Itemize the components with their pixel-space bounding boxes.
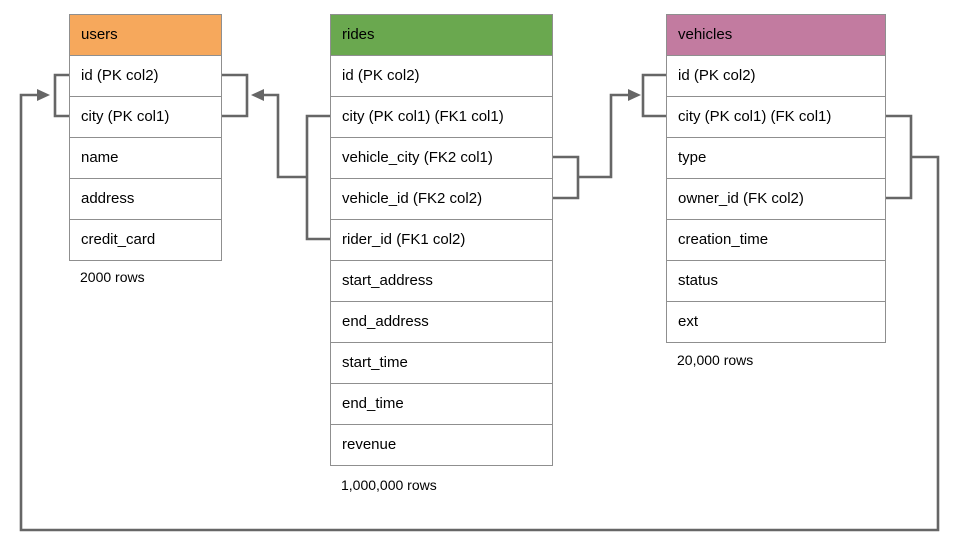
table-header: rides	[331, 15, 552, 56]
users-pk-bracket-left	[53, 73, 69, 118]
table-row: type	[667, 138, 885, 179]
table-vehicles: vehicles id (PK col2)city (PK col1) (FK …	[666, 14, 886, 343]
table-row: address	[70, 179, 221, 220]
table-row: city (PK col1) (FK col1)	[667, 97, 885, 138]
rides-fk1-connector	[263, 93, 307, 179]
rides-fk1-bracket	[305, 114, 330, 241]
table-rows: id (PK col2)city (PK col1) (FK1 col1)veh…	[331, 56, 552, 465]
table-row: end_address	[331, 302, 552, 343]
relationship-rides-fk2-to-vehicles	[553, 73, 666, 200]
table-row: credit_card	[70, 220, 221, 260]
table-row: status	[667, 261, 885, 302]
users-pk-bracket	[222, 73, 249, 118]
table-row: start_time	[331, 343, 552, 384]
vehicles-pk-bracket	[641, 73, 666, 118]
arrowhead-left-icon	[251, 89, 264, 101]
row-count-note: 1,000,000 rows	[341, 477, 437, 493]
table-row: name	[70, 138, 221, 179]
table-row: creation_time	[667, 220, 885, 261]
table-row: revenue	[331, 425, 552, 465]
relationship-rides-fk1-to-users	[222, 73, 330, 241]
table-row: id (PK col2)	[331, 56, 552, 97]
table-row: city (PK col1) (FK1 col1)	[331, 97, 552, 138]
vehicles-fk-bracket	[886, 114, 913, 200]
table-row: owner_id (FK col2)	[667, 179, 885, 220]
table-row: vehicle_city (FK2 col1)	[331, 138, 552, 179]
table-row: start_address	[331, 261, 552, 302]
table-row: vehicle_id (FK2 col2)	[331, 179, 552, 220]
table-row: ext	[667, 302, 885, 342]
table-header: users	[70, 15, 221, 56]
table-rows: id (PK col2)city (PK col1) (FK col1)type…	[667, 56, 885, 342]
row-count-note: 2000 rows	[80, 269, 145, 285]
arrowhead-right-icon	[37, 89, 50, 101]
table-rides: rides id (PK col2)city (PK col1) (FK1 co…	[330, 14, 553, 466]
table-header: vehicles	[667, 15, 885, 56]
rides-fk2-bracket	[553, 155, 580, 200]
row-count-note: 20,000 rows	[677, 352, 754, 368]
table-row: end_time	[331, 384, 552, 425]
arrowhead-right-icon	[628, 89, 641, 101]
rides-fk2-connector	[578, 93, 628, 179]
table-row: id (PK col2)	[667, 56, 885, 97]
table-row: id (PK col2)	[70, 56, 221, 97]
table-row: rider_id (FK1 col2)	[331, 220, 552, 261]
table-row: city (PK col1)	[70, 97, 221, 138]
